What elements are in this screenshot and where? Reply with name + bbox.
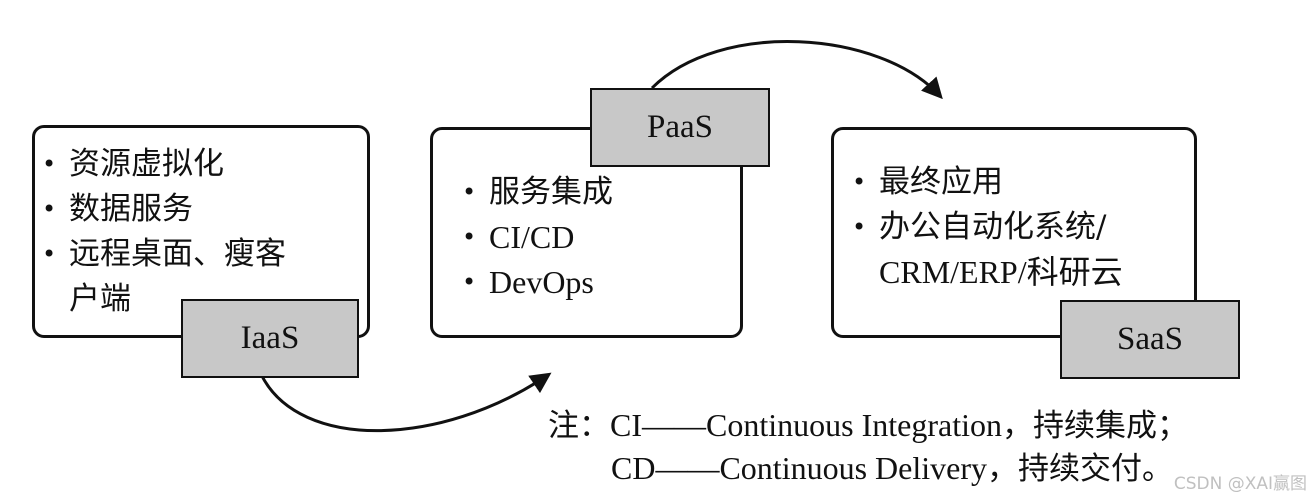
saas-item: •办公自动化系统/	[852, 209, 1107, 245]
paas-label: PaaS	[590, 88, 770, 167]
iaas-item: •数据服务	[42, 191, 193, 227]
note-line-1: 注：CI——Continuous Integration，持续集成；	[548, 404, 1188, 448]
saas-item: •最终应用	[852, 164, 1003, 200]
saas-label: SaaS	[1060, 300, 1240, 379]
note-prefix: 注：	[548, 408, 610, 444]
arrow-iaas-to-paas	[260, 372, 552, 433]
watermark: CSDN @XAI赢图	[1173, 474, 1307, 494]
arrow-paas-to-saas	[650, 40, 943, 100]
note-ci: CI——Continuous Integration	[610, 407, 1002, 443]
paas-item: •CI/CD	[462, 219, 575, 255]
paas-items: •服务集成 •CI/CD •DevOps	[462, 170, 613, 305]
paas-item: •服务集成	[462, 174, 613, 210]
iaas-items: •资源虚拟化 •数据服务 •远程桌面、瘦客 户端	[42, 142, 286, 322]
paas-item: •DevOps	[462, 264, 594, 300]
saas-item: CRM/ERP/科研云	[879, 254, 1123, 290]
iaas-item: •远程桌面、瘦客	[42, 236, 286, 272]
iaas-item: •资源虚拟化	[42, 146, 224, 182]
iaas-item: 户端	[69, 281, 131, 317]
note-cd: CD——Continuous Delivery	[611, 450, 987, 486]
note-line-2: CD——Continuous Delivery，持续交付。	[611, 447, 1173, 491]
iaas-label: IaaS	[181, 299, 359, 378]
note-ci-cn: ，持续集成；	[1001, 408, 1188, 444]
note-cd-cn: ，持续交付。	[986, 451, 1173, 487]
saas-items: •最终应用 •办公自动化系统/ CRM/ERP/科研云	[852, 160, 1123, 295]
